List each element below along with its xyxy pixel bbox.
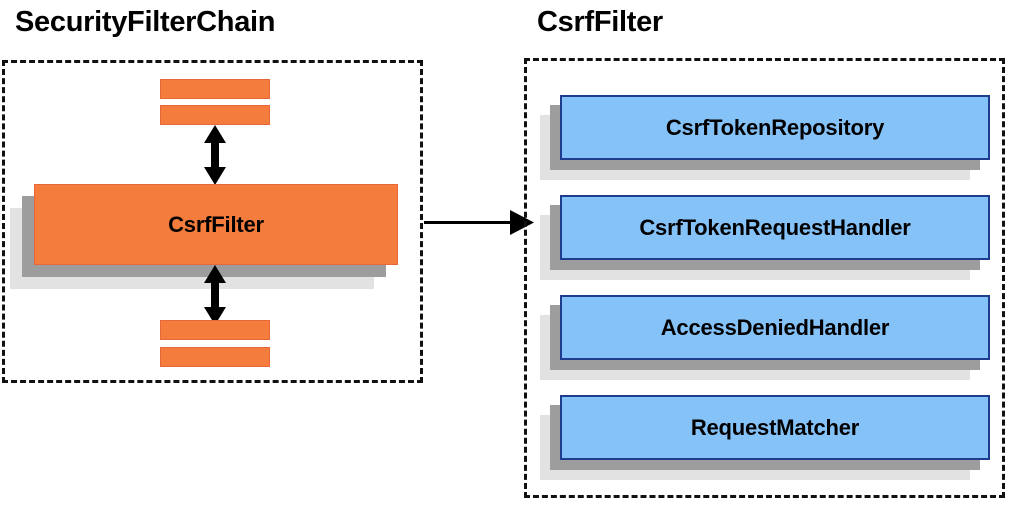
csrf-filter-label: CsrfFilter [34, 184, 398, 265]
component-card-csrf-token-repository[interactable]: CsrfTokenRepository [540, 95, 990, 180]
left-panel-title: SecurityFilterChain [15, 6, 276, 38]
component-label: CsrfTokenRepository [560, 95, 990, 160]
arrow-left-to-right-icon [424, 206, 534, 240]
component-card-access-denied-handler[interactable]: AccessDeniedHandler [540, 295, 990, 380]
filter-stub-bottom-2 [160, 347, 270, 367]
filter-stub-top-2 [160, 105, 270, 125]
arrow-up-down-top-icon [200, 125, 230, 185]
right-panel-title: CsrfFilter [537, 6, 663, 38]
component-card-csrf-token-request-handler[interactable]: CsrfTokenRequestHandler [540, 195, 990, 280]
security-filter-chain-container [2, 60, 423, 383]
filter-stub-bottom-1 [160, 320, 270, 340]
csrf-filter-container [524, 58, 1005, 498]
component-label: CsrfTokenRequestHandler [560, 195, 990, 260]
component-label: AccessDeniedHandler [560, 295, 990, 360]
component-card-request-matcher[interactable]: RequestMatcher [540, 395, 990, 480]
component-label: RequestMatcher [560, 395, 990, 460]
csrf-filter-card[interactable]: CsrfFilter [10, 184, 398, 289]
filter-stub-top-1 [160, 79, 270, 99]
arrow-up-down-bottom-icon [200, 265, 230, 325]
